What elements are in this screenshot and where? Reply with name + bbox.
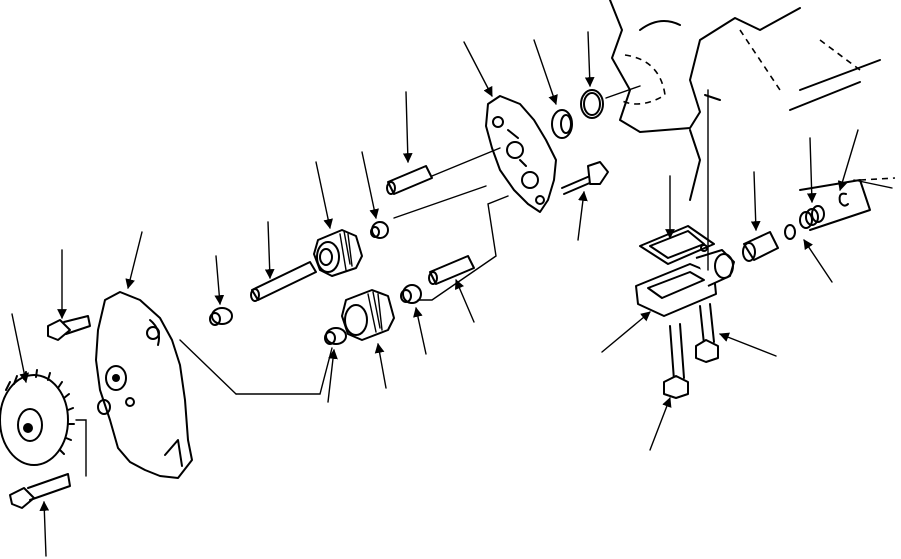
bushing-lower: [324, 327, 347, 345]
bolt-lower-left: [9, 473, 71, 509]
drive-gear: [0, 369, 75, 466]
valve-spring: [799, 205, 825, 229]
relief-valve-body: [635, 249, 735, 317]
bolt-center: [561, 161, 609, 195]
bushing-center-lower: [400, 284, 422, 304]
valve-bolt-long: [663, 323, 689, 399]
shaft-lower-right: [428, 255, 475, 285]
valve-washer: [784, 224, 796, 240]
seal-ring: [551, 109, 573, 139]
callout-arrows: [11, 31, 859, 557]
snap-ring: [838, 192, 849, 207]
bolt-upper-left: [47, 315, 91, 341]
shaft-upper-right: [386, 165, 433, 195]
valve-plunger: [742, 231, 779, 262]
gear-lower: [341, 289, 395, 341]
pump-housing: [95, 291, 193, 479]
alignment-lines: [75, 85, 893, 477]
engine-block: [609, 0, 896, 231]
gear-upper: [313, 229, 363, 277]
bushing-center-upper: [370, 221, 389, 239]
shaft-long-left: [250, 261, 317, 302]
valve-bolt-short: [695, 303, 719, 363]
bushing-upper: [209, 307, 233, 326]
o-ring: [580, 89, 604, 119]
pump-cover-plate: [485, 95, 557, 213]
